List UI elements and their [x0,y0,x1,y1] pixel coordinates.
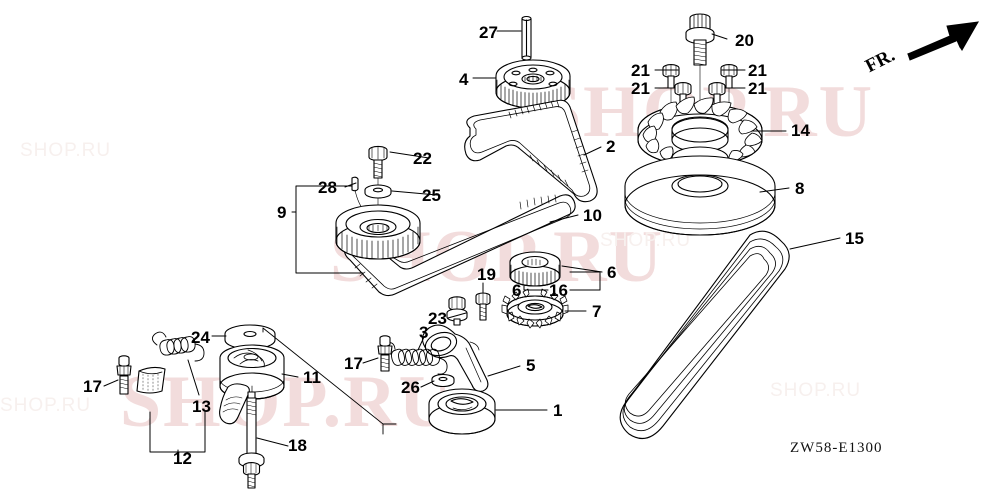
grouping-brackets [149,185,601,453]
callout-10: 10 [583,206,602,225]
callout-4: 4 [459,70,469,89]
part-number-code: ZW58-E1300 [790,440,883,456]
part-24-cap [224,324,276,350]
callout-7: 7 [592,302,602,321]
part-25-washer [364,184,392,199]
callout-17-a: 17 [83,377,102,396]
callout-2: 2 [606,137,616,156]
callout-23: 23 [428,309,447,328]
callout-21-b: 21 [748,61,767,80]
arrow-up-right-3d-icon [906,21,980,61]
callout-8: 8 [795,179,805,198]
callout-3: 3 [419,323,429,342]
part-17-grease-fitting-right [377,335,393,372]
part-7-sprocket [501,288,569,329]
callout-21-a: 21 [631,61,650,80]
part-8-flywheel [624,146,776,236]
part-26-washer [431,373,455,388]
callout-19: 19 [477,265,496,284]
part-17-grease-fitting-left [116,355,132,395]
callout-12: 12 [173,449,192,468]
callout-16: 16 [549,281,568,300]
callout-22: 22 [413,149,432,168]
callout-9: 9 [277,203,287,222]
callout-6-a: 6 [607,263,617,282]
callout-17-b: 17 [344,354,363,373]
callout-14: 14 [791,121,810,140]
part-18-long-bolt [238,397,265,489]
part-3-tensioner-spring [382,342,448,375]
part-4-camshaft-pulley [495,59,571,109]
part-22-pulley-bolt [368,145,388,247]
callout-5: 5 [526,356,536,375]
callout-18: 18 [288,436,307,455]
callout-20: 20 [735,31,754,50]
callout-15: 15 [845,229,864,248]
part-16-gear [509,251,561,287]
callout-21-c: 21 [631,79,650,98]
callout-11: 11 [303,368,321,387]
part-14-flywheel-fan [637,96,763,168]
callout-28: 28 [318,178,337,197]
part-20-flywheel-bolt [685,13,715,186]
part-1-idler-pulley [428,388,496,435]
assembly-reference-line [262,327,397,435]
part-13-spring [152,331,205,362]
part-11-pump-housing [219,344,285,425]
fr-orientation-label: FR. [862,44,899,78]
callout-26: 26 [401,378,420,397]
callout-27: 27 [479,23,498,42]
callout-6-b: 6 [512,281,522,300]
callout-21-d: 21 [748,79,767,98]
part-9-drive-pulley [335,204,421,260]
callout-24: 24 [191,328,210,347]
callout-1: 1 [553,401,563,420]
callout-13: 13 [192,397,211,416]
part-12-seal [136,366,166,394]
part-2-timing-belt [464,99,598,203]
part-10-drive-belt [343,194,576,297]
callout-25: 25 [422,186,441,205]
part-23-bolt [446,296,468,326]
part-15-v-belt [619,230,790,440]
